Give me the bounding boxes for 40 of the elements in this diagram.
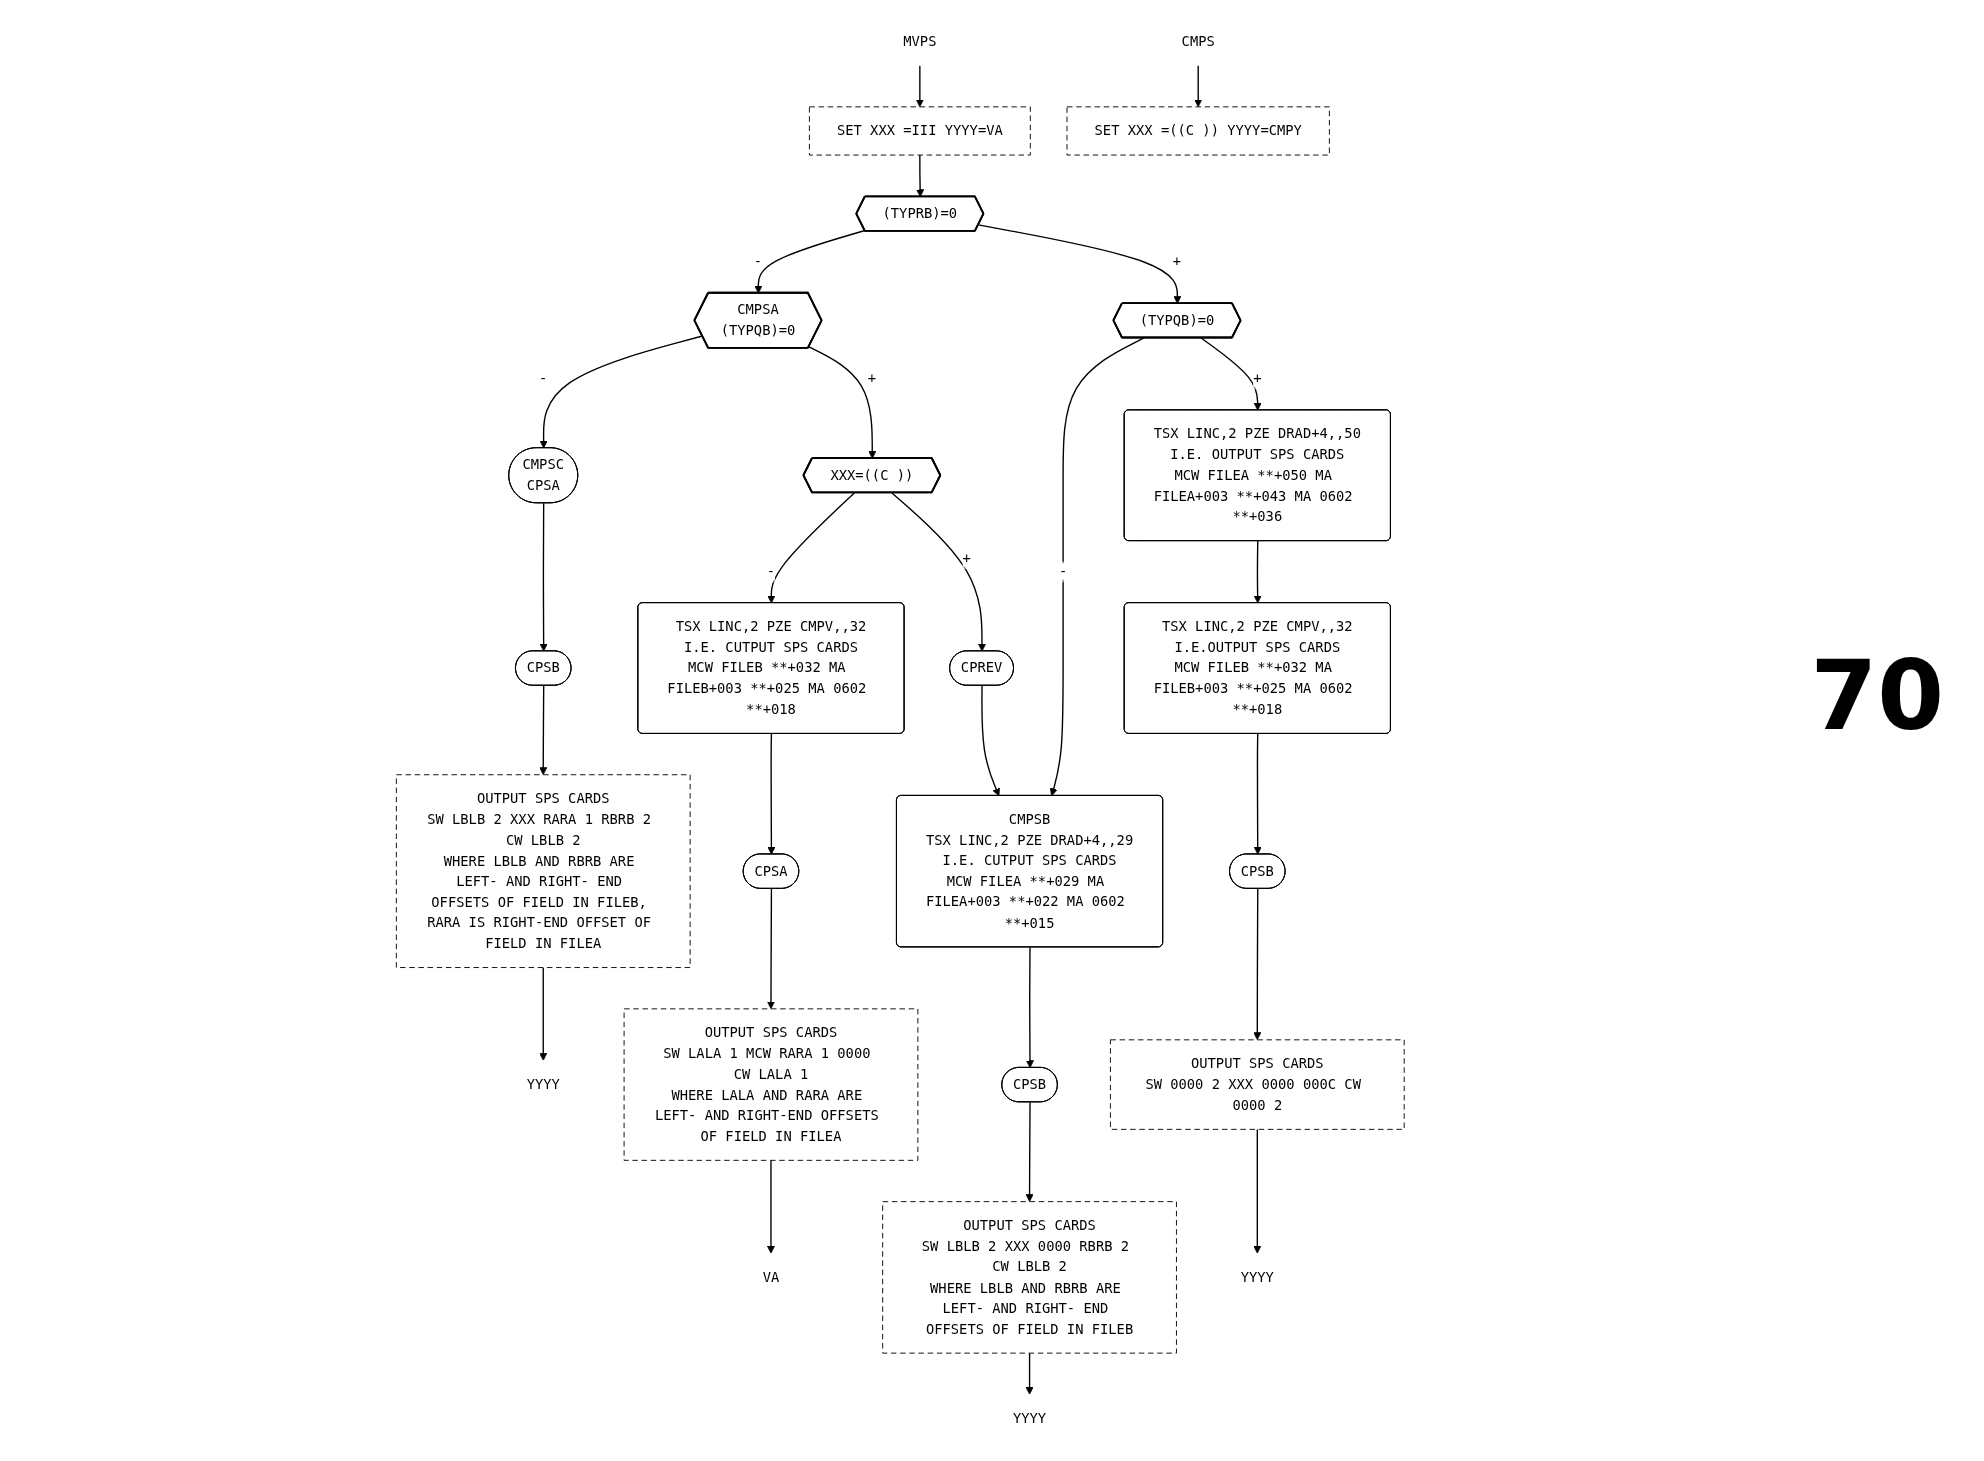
arrow [538,966,547,1061]
node-text: YYYY [526,1076,560,1093]
arrow [1253,888,1262,1041]
edge-label: + [1252,370,1262,387]
node-text: CMPS [1181,32,1215,50]
edge-label: - [766,563,775,580]
arrow [538,685,547,776]
node-text: VA [762,1268,779,1286]
arrow [1253,733,1262,855]
node-box: OUTPUT SPS CARDS SW 0000 2 XXX 0000 000C CW 0000 2 [1109,1039,1405,1130]
arrow [915,64,924,108]
node-box: SET XXX =III YYYY=VA [808,106,1031,156]
arrow [1049,337,1145,797]
edge-label: - [1058,563,1067,580]
node-text: YYYY [1240,1268,1274,1286]
arrow [539,502,548,652]
arrow [1025,1101,1034,1202]
edge-label: + [962,550,971,567]
arrow [1253,1128,1262,1254]
node-text: YYYY [1012,1410,1046,1427]
node-text: MVPS [902,32,937,50]
node-box: OUTPUT SPS CARDS SW LBLB 2 XXX RARA 1 RBRB 2 CW LBLB 2 WHERE LBLB AND RBRB ARE LEFT- AND RIGHT- END OFFSETS OF FIELD IN FILEB, RARA IS RIGHT-END OFFSET OF FIELD IN FILEA [395,774,691,968]
edge-label: + [1172,253,1181,270]
node-box: SET XXX =((C )) YYYY=CMPY [1066,106,1330,156]
arrow [980,685,1000,797]
arrow [1253,540,1262,604]
arrow [766,1159,775,1254]
arrow [890,492,986,652]
arrow [1025,1352,1034,1395]
edge-label: - [753,253,762,270]
arrow [766,888,775,1010]
edge-label: + [867,370,876,387]
arrow [915,154,924,198]
edge-label: - [538,370,548,387]
node-box: OUTPUT SPS CARDS SW LBLB 2 XXX 0000 RBRB 2 CW LBLB 2 WHERE LBLB AND RBRB ARE LEFT- AND RIGHT- END OFFSETS OF FIELD IN FILEB [881,1201,1177,1354]
node-box: OUTPUT SPS CARDS SW LALA 1 MCW RARA 1 0000 CW LALA 1 WHERE LALA AND RARA ARE LEFT- AND RIGHT-END OFFSETS OF FIELD IN FILEA [623,1008,919,1161]
arrow [767,733,776,855]
arrow [1025,946,1034,1069]
page-number: 70 [1810,640,1944,752]
arrow [1193,64,1202,108]
